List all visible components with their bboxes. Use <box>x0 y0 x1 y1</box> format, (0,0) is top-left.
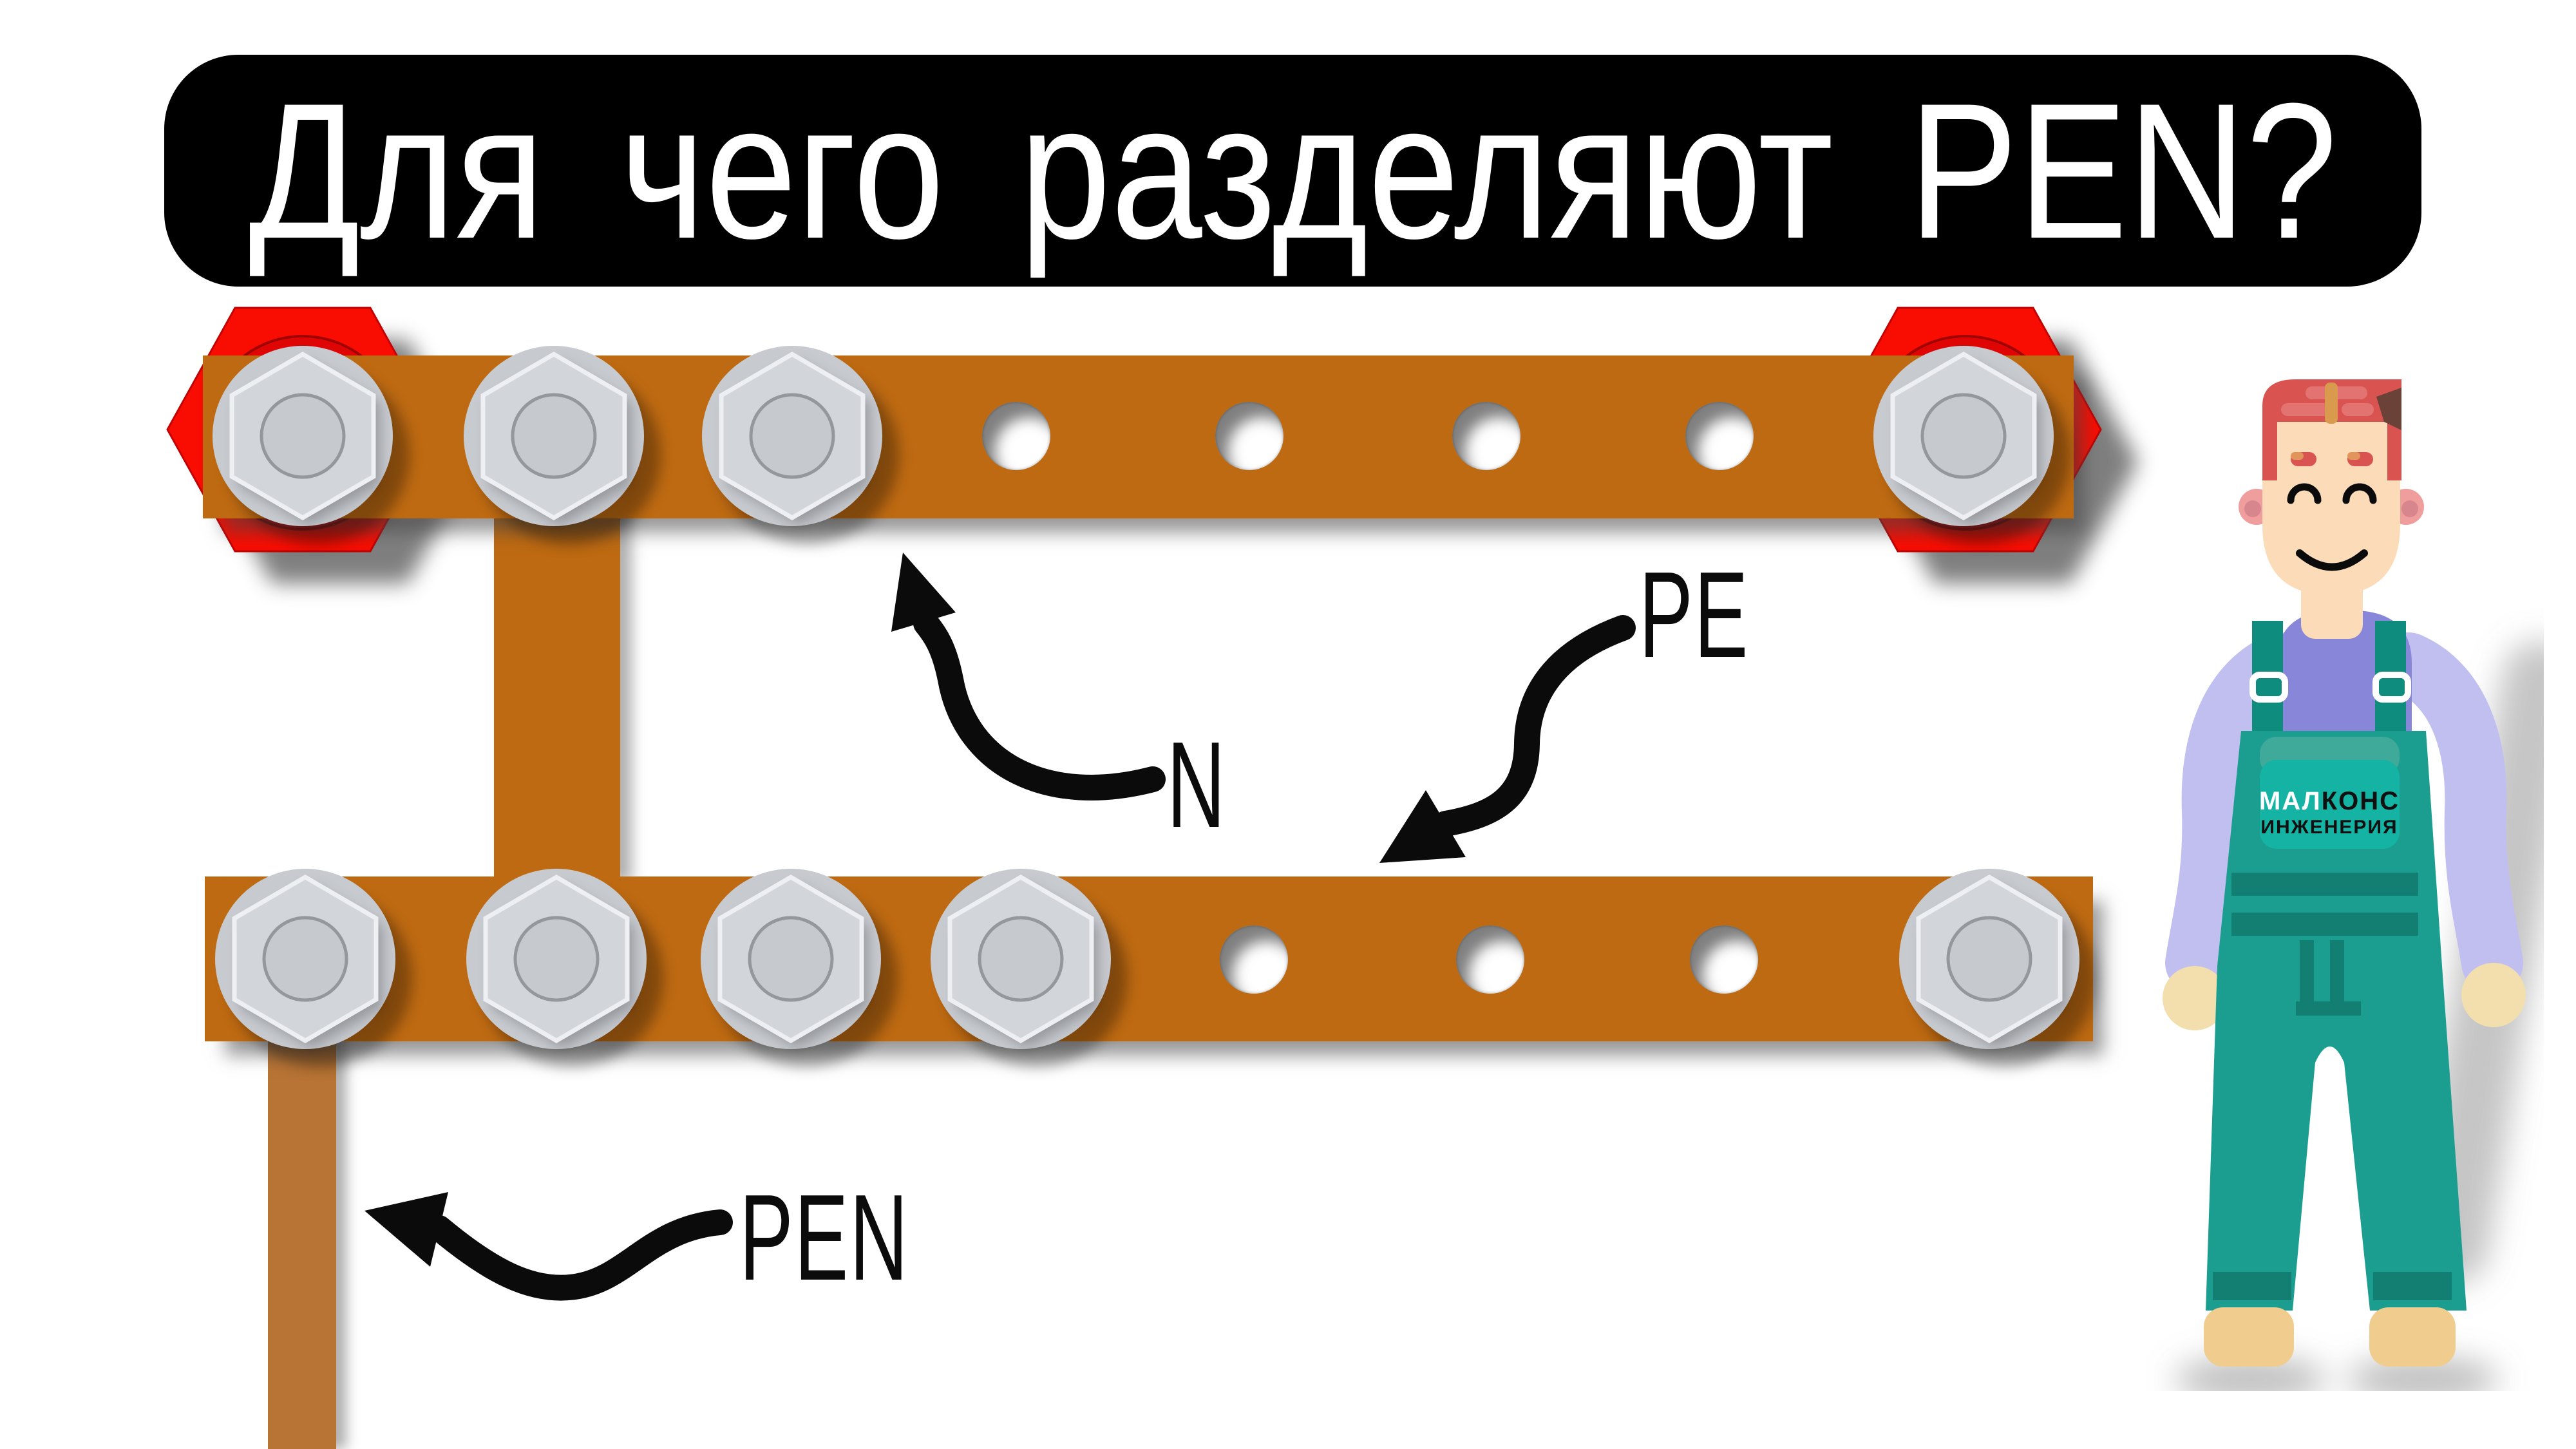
label-pen: PEN <box>739 1170 909 1306</box>
bolt-icon <box>702 346 899 544</box>
bolt-icon <box>215 869 412 1067</box>
busbar-hole <box>1215 402 1283 470</box>
bolt-icon <box>213 346 410 544</box>
title-banner: Для чего разделяют PEN? <box>164 55 2421 287</box>
bolt-icon <box>931 869 1128 1067</box>
page-title: Для чего разделяют PEN? <box>248 62 2338 279</box>
bolt-icon <box>1873 346 2070 544</box>
brand-line1: МАЛКОНС <box>2259 787 2400 815</box>
mascot-arms <box>2165 632 2523 994</box>
busbar-hole <box>1685 402 1754 470</box>
smile-icon <box>2296 549 2368 571</box>
ear-right-inner <box>2401 500 2418 517</box>
bolt-icon <box>1899 869 2096 1067</box>
pe-arrow <box>1379 615 1636 863</box>
face <box>2262 379 2400 595</box>
eyes-closed-icon <box>2287 483 2377 504</box>
label-pe: PE <box>1639 547 1750 683</box>
ear-left-inner <box>2244 500 2261 517</box>
label-n: N <box>1167 717 1227 853</box>
overalls-details <box>2213 873 2452 1300</box>
eyebrows <box>2291 452 2373 466</box>
busbar-hole <box>982 402 1050 470</box>
bolt-icon <box>701 869 898 1067</box>
busbar-hole <box>1690 925 1758 994</box>
hair <box>2262 379 2401 480</box>
mascot-shoe-left <box>2204 1307 2294 1367</box>
mascot-head <box>2239 379 2424 595</box>
busbar-hole <box>1452 402 1520 470</box>
bolt-icon <box>466 869 663 1067</box>
mascot-shoe-right <box>2369 1307 2456 1367</box>
n-arrow <box>891 553 1166 800</box>
hair-clip-icon <box>2325 383 2338 424</box>
busbar-hole <box>1456 925 1524 994</box>
buckle-icon <box>2249 672 2411 703</box>
engineer-mascot: МАЛКОНС ИНЖЕНЕРИЯ <box>2163 379 2544 1391</box>
mascot-hand-right <box>2461 963 2526 1027</box>
brand-line2: ИНЖЕНЕРИЯ <box>2260 817 2398 838</box>
bolt-icon <box>464 346 661 544</box>
mascot-hand-left <box>2163 966 2227 1030</box>
pen-arrow <box>365 1192 733 1301</box>
brand-patch <box>2260 760 2400 849</box>
busbar-hole <box>1220 925 1288 994</box>
